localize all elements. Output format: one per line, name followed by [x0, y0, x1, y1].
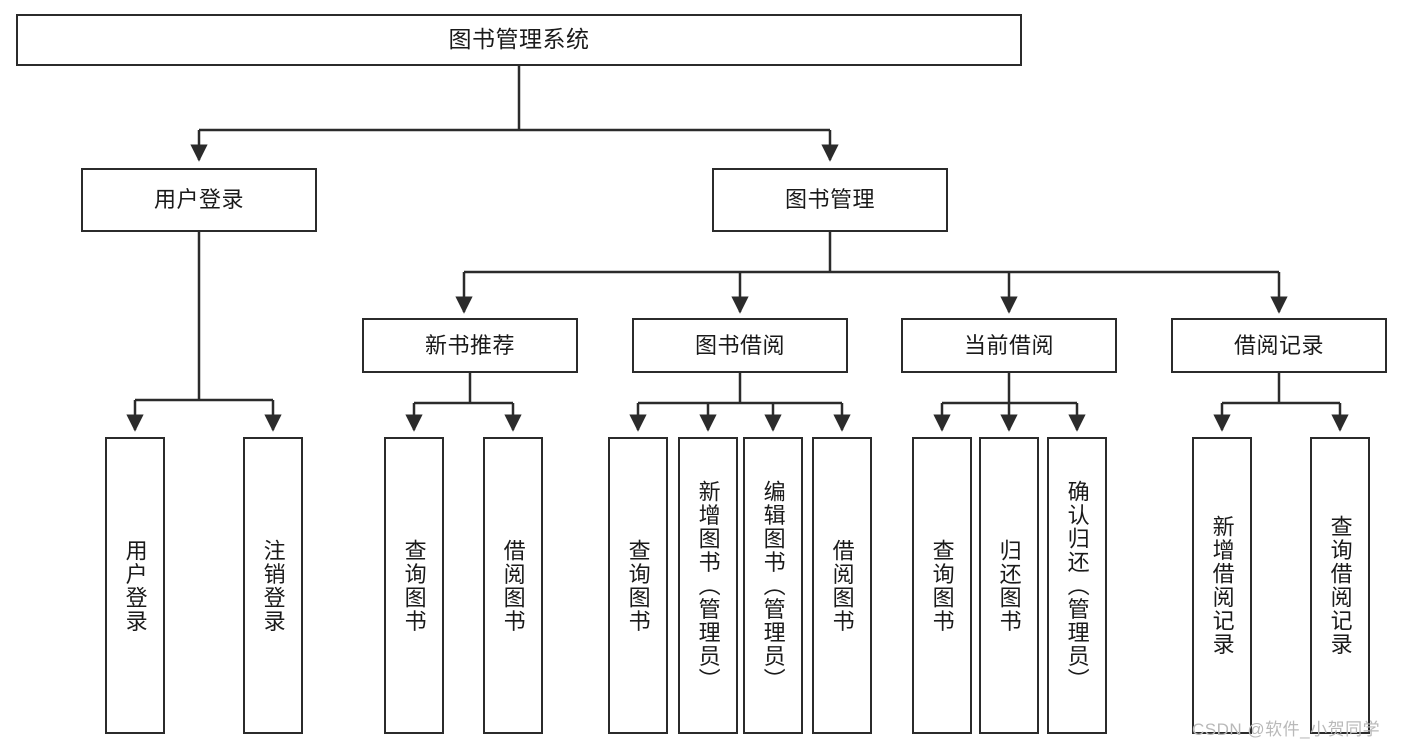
node-label: 图书管理系统: [448, 26, 590, 53]
node-user-login[interactable]: 用户登录: [81, 168, 317, 232]
node-book-management[interactable]: 图书管理: [712, 168, 948, 232]
leaf-new-book-query-book[interactable]: 查询图书: [384, 437, 444, 734]
leaf-book-borrow-edit-book-admin[interactable]: 编辑图书（管理员）: [743, 437, 803, 734]
node-book-borrow[interactable]: 图书借阅: [632, 318, 848, 373]
node-label: 借阅图书: [829, 538, 855, 633]
node-label: 图书借阅: [694, 332, 785, 358]
node-label: 查询图书: [625, 538, 651, 633]
leaf-user-login-logout[interactable]: 注销登录: [243, 437, 303, 734]
leaf-current-borrow-query-book[interactable]: 查询图书: [912, 437, 972, 734]
node-label: 新增图书（管理员）: [695, 479, 721, 692]
node-label: 查询借阅记录: [1327, 515, 1353, 656]
node-label: 新书推荐: [424, 332, 515, 358]
node-label: 确认归还（管理员）: [1064, 479, 1090, 692]
leaf-borrow-record-query-record[interactable]: 查询借阅记录: [1310, 437, 1370, 734]
node-label: 借阅记录: [1233, 332, 1324, 358]
node-label: 新增借阅记录: [1209, 515, 1235, 656]
node-new-book-recommend[interactable]: 新书推荐: [362, 318, 578, 373]
node-label: 图书管理: [784, 187, 875, 213]
leaf-current-borrow-return-book[interactable]: 归还图书: [979, 437, 1039, 734]
leaf-book-borrow-query-book[interactable]: 查询图书: [608, 437, 668, 734]
node-label: 编辑图书（管理员）: [760, 479, 786, 692]
node-label: 归还图书: [996, 538, 1022, 633]
leaf-borrow-record-add-record[interactable]: 新增借阅记录: [1192, 437, 1252, 734]
leaf-book-borrow-add-book-admin[interactable]: 新增图书（管理员）: [678, 437, 738, 734]
leaf-current-borrow-confirm-return-admin[interactable]: 确认归还（管理员）: [1047, 437, 1107, 734]
leaf-user-login-login[interactable]: 用户登录: [105, 437, 165, 734]
node-label: 查询图书: [929, 538, 955, 633]
node-label: 查询图书: [401, 538, 427, 633]
node-label: 借阅图书: [500, 538, 526, 633]
watermark-text: CSDN @软件_小贺同学: [1192, 720, 1381, 739]
node-borrow-record[interactable]: 借阅记录: [1171, 318, 1387, 373]
node-label: 当前借阅: [963, 332, 1054, 358]
node-label: 注销登录: [260, 538, 286, 633]
node-current-borrow[interactable]: 当前借阅: [901, 318, 1117, 373]
node-label: 用户登录: [122, 538, 148, 633]
leaf-new-book-borrow-book[interactable]: 借阅图书: [483, 437, 543, 734]
node-label: 用户登录: [153, 187, 244, 213]
node-root-system[interactable]: 图书管理系统: [16, 14, 1022, 66]
leaf-book-borrow-borrow-book[interactable]: 借阅图书: [812, 437, 872, 734]
